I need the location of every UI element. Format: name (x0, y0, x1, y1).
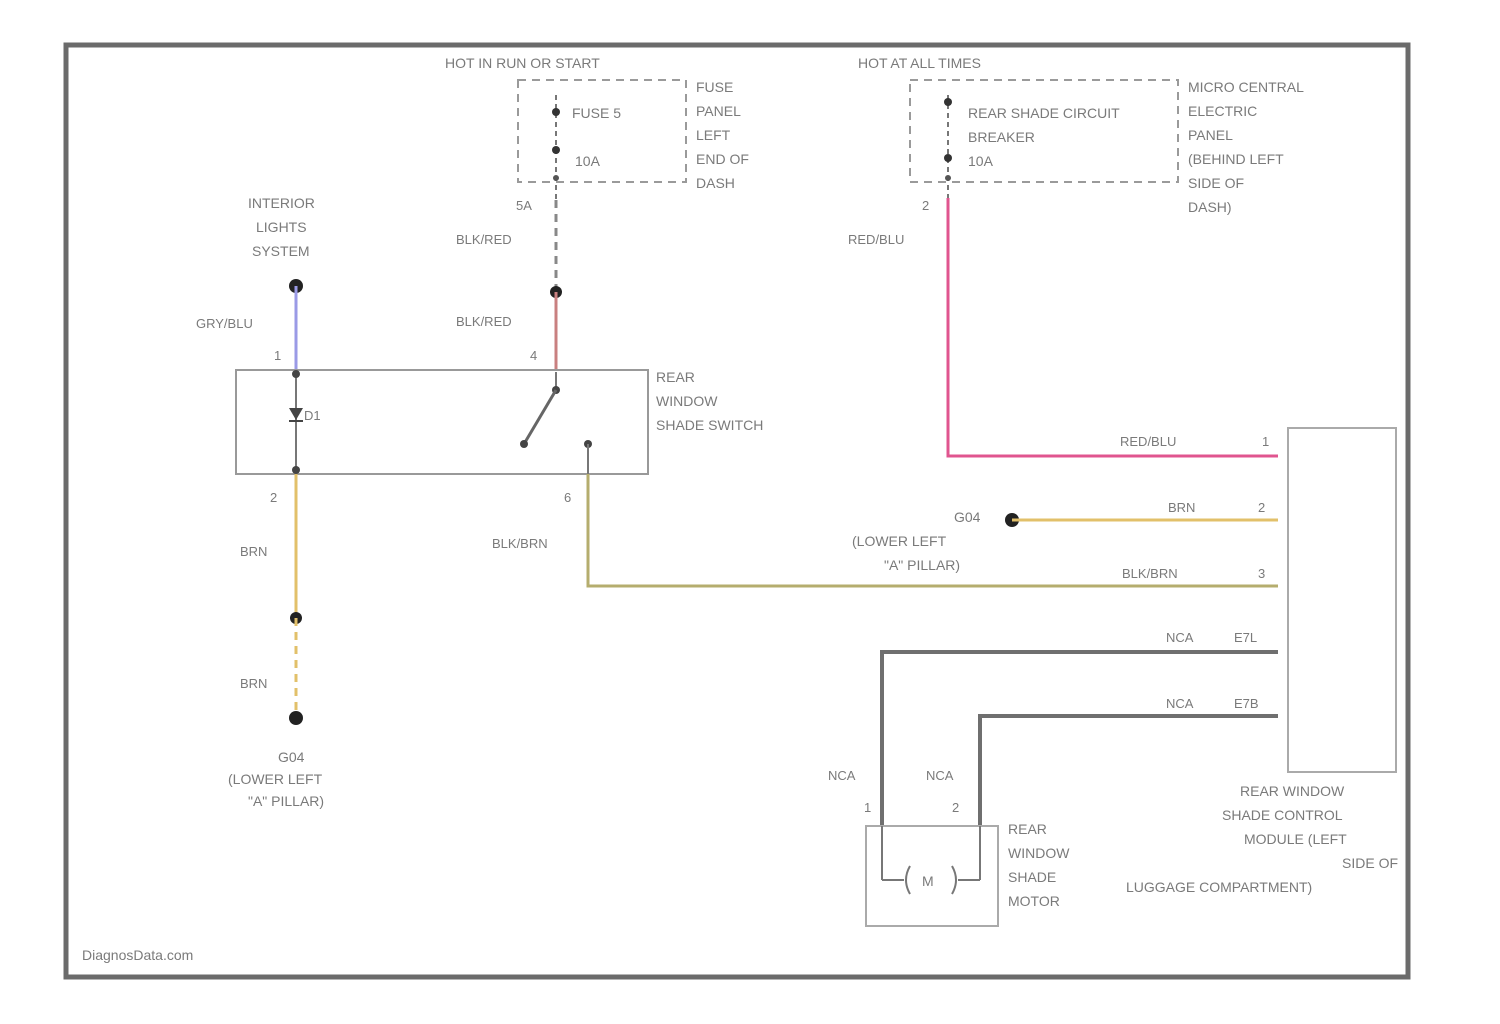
ground-label-line: "A" PILLAR) (884, 557, 960, 573)
wire-label-nca: NCA (926, 768, 954, 783)
module-pin-3: 3 (1258, 566, 1265, 581)
switch-label-line: WINDOW (656, 393, 718, 409)
wire-label-red-blu: RED/BLU (848, 232, 904, 247)
module-label-line: REAR WINDOW (1240, 783, 1345, 799)
ground-label-line: G04 (954, 509, 981, 525)
module-pin-2: 2 (1258, 500, 1265, 515)
wire-label-nca: NCA (828, 768, 856, 783)
central-panel-label-line: ELECTRIC (1188, 103, 1257, 119)
fuse-panel-label-line: FUSE (696, 79, 733, 95)
motor-pin-1: 1 (864, 800, 871, 815)
fuse-panel-label-line: PANEL (696, 103, 741, 119)
ground-dot (289, 711, 303, 725)
motor-label-line: MOTOR (1008, 893, 1060, 909)
fuse-panel-label-line: END OF (696, 151, 749, 167)
switch-pin-1: 1 (274, 348, 281, 363)
interior-lights-label: INTERIOR LIGHTS SYSTEM (248, 195, 315, 259)
module-pin-e1: E7L (1234, 630, 1257, 645)
wire-label-red-blu: RED/BLU (1120, 434, 1176, 449)
module-label-line: SHADE CONTROL (1222, 807, 1343, 823)
interior-lights-line: LIGHTS (256, 219, 307, 235)
red-blu-wire (948, 198, 1278, 456)
motor-label-line: SHADE (1008, 869, 1056, 885)
switch-label: REAR WINDOW SHADE SWITCH (656, 369, 763, 433)
ground-label-line: G04 (278, 749, 305, 765)
switch-label-line: SHADE SWITCH (656, 417, 763, 433)
hot-all-times-label: HOT AT ALL TIMES (858, 55, 981, 71)
fuse-panel-box (518, 80, 686, 182)
ground-label-line: (LOWER LEFT (228, 771, 323, 787)
wire-label-blk-red: BLK/RED (456, 314, 512, 329)
wire-label-nca: NCA (1166, 696, 1194, 711)
module-label-line: SIDE OF (1342, 855, 1398, 871)
ground-lower-left-a-pillar: G04 (LOWER LEFT "A" PILLAR) (228, 749, 324, 809)
wire-label-gry-blu: GRY/BLU (196, 316, 253, 331)
rear-window-shade-control-module (1288, 428, 1396, 772)
wire-label-brn: BRN (240, 676, 267, 691)
motor-pin-2: 2 (952, 800, 959, 815)
interior-lights-line: SYSTEM (252, 243, 310, 259)
module-pin-1: 1 (1262, 434, 1269, 449)
breaker-connector-pin: 2 (922, 198, 929, 213)
wire-label-brn: BRN (240, 544, 267, 559)
wire-label-brn: BRN (1168, 500, 1195, 515)
central-panel-label-line: MICRO CENTRAL (1188, 79, 1304, 95)
central-panel-label-line: PANEL (1188, 127, 1233, 143)
ground-label-line: "A" PILLAR) (248, 793, 324, 809)
switch-pin-2: 2 (270, 490, 277, 505)
motor-label-line: REAR (1008, 821, 1047, 837)
fuse-panel-label-line: LEFT (696, 127, 731, 143)
central-panel-label-line: DASH) (1188, 199, 1232, 215)
breaker-name-line: REAR SHADE CIRCUIT (968, 105, 1120, 121)
central-panel-label-line: SIDE OF (1188, 175, 1244, 191)
ground-label-line: (LOWER LEFT (852, 533, 947, 549)
module-label-line: LUGGAGE COMPARTMENT) (1126, 879, 1312, 895)
switch-pin-4: 4 (530, 348, 537, 363)
switch-internal-label: D1 (304, 408, 321, 423)
wire-label-blk-red: BLK/RED (456, 232, 512, 247)
wire-label-nca: NCA (1166, 630, 1194, 645)
watermark: DiagnosData.com (82, 947, 193, 963)
motor-label: REAR WINDOW SHADE MOTOR (1008, 821, 1070, 909)
wire-label-blk-brn: BLK/BRN (1122, 566, 1178, 581)
fuse-panel-label: FUSE PANEL LEFT END OF DASH (696, 79, 749, 191)
central-panel-label-line: (BEHIND LEFT (1188, 151, 1284, 167)
hot-run-start-label: HOT IN RUN OR START (445, 55, 600, 71)
central-panel-box (910, 80, 1178, 182)
wire-label-blk-brn: BLK/BRN (492, 536, 548, 551)
fuse-panel-label-line: DASH (696, 175, 735, 191)
interior-lights-line: INTERIOR (248, 195, 315, 211)
ground-lower-left-a-pillar-2: G04 (LOWER LEFT "A" PILLAR) (852, 509, 981, 573)
motor-symbol-label: M (922, 873, 934, 889)
fuse-rating: 10A (575, 153, 601, 169)
module-label-line: MODULE (LEFT (1244, 831, 1347, 847)
switch-label-line: REAR (656, 369, 695, 385)
fuse-name: FUSE 5 (572, 105, 621, 121)
fuse-connector-pin: 5A (516, 198, 532, 213)
switch-pin-6: 6 (564, 490, 571, 505)
central-panel-label: MICRO CENTRAL ELECTRIC PANEL (BEHIND LEF… (1188, 79, 1304, 215)
motor-label-line: WINDOW (1008, 845, 1070, 861)
fuse-5 (552, 95, 560, 200)
nca-wire-1 (882, 652, 1278, 826)
breaker-name-line: BREAKER (968, 129, 1035, 145)
module-label: REAR WINDOW SHADE CONTROL MODULE (LEFT S… (1126, 783, 1398, 895)
module-pin-e2: E7B (1234, 696, 1259, 711)
breaker-rating: 10A (968, 153, 994, 169)
